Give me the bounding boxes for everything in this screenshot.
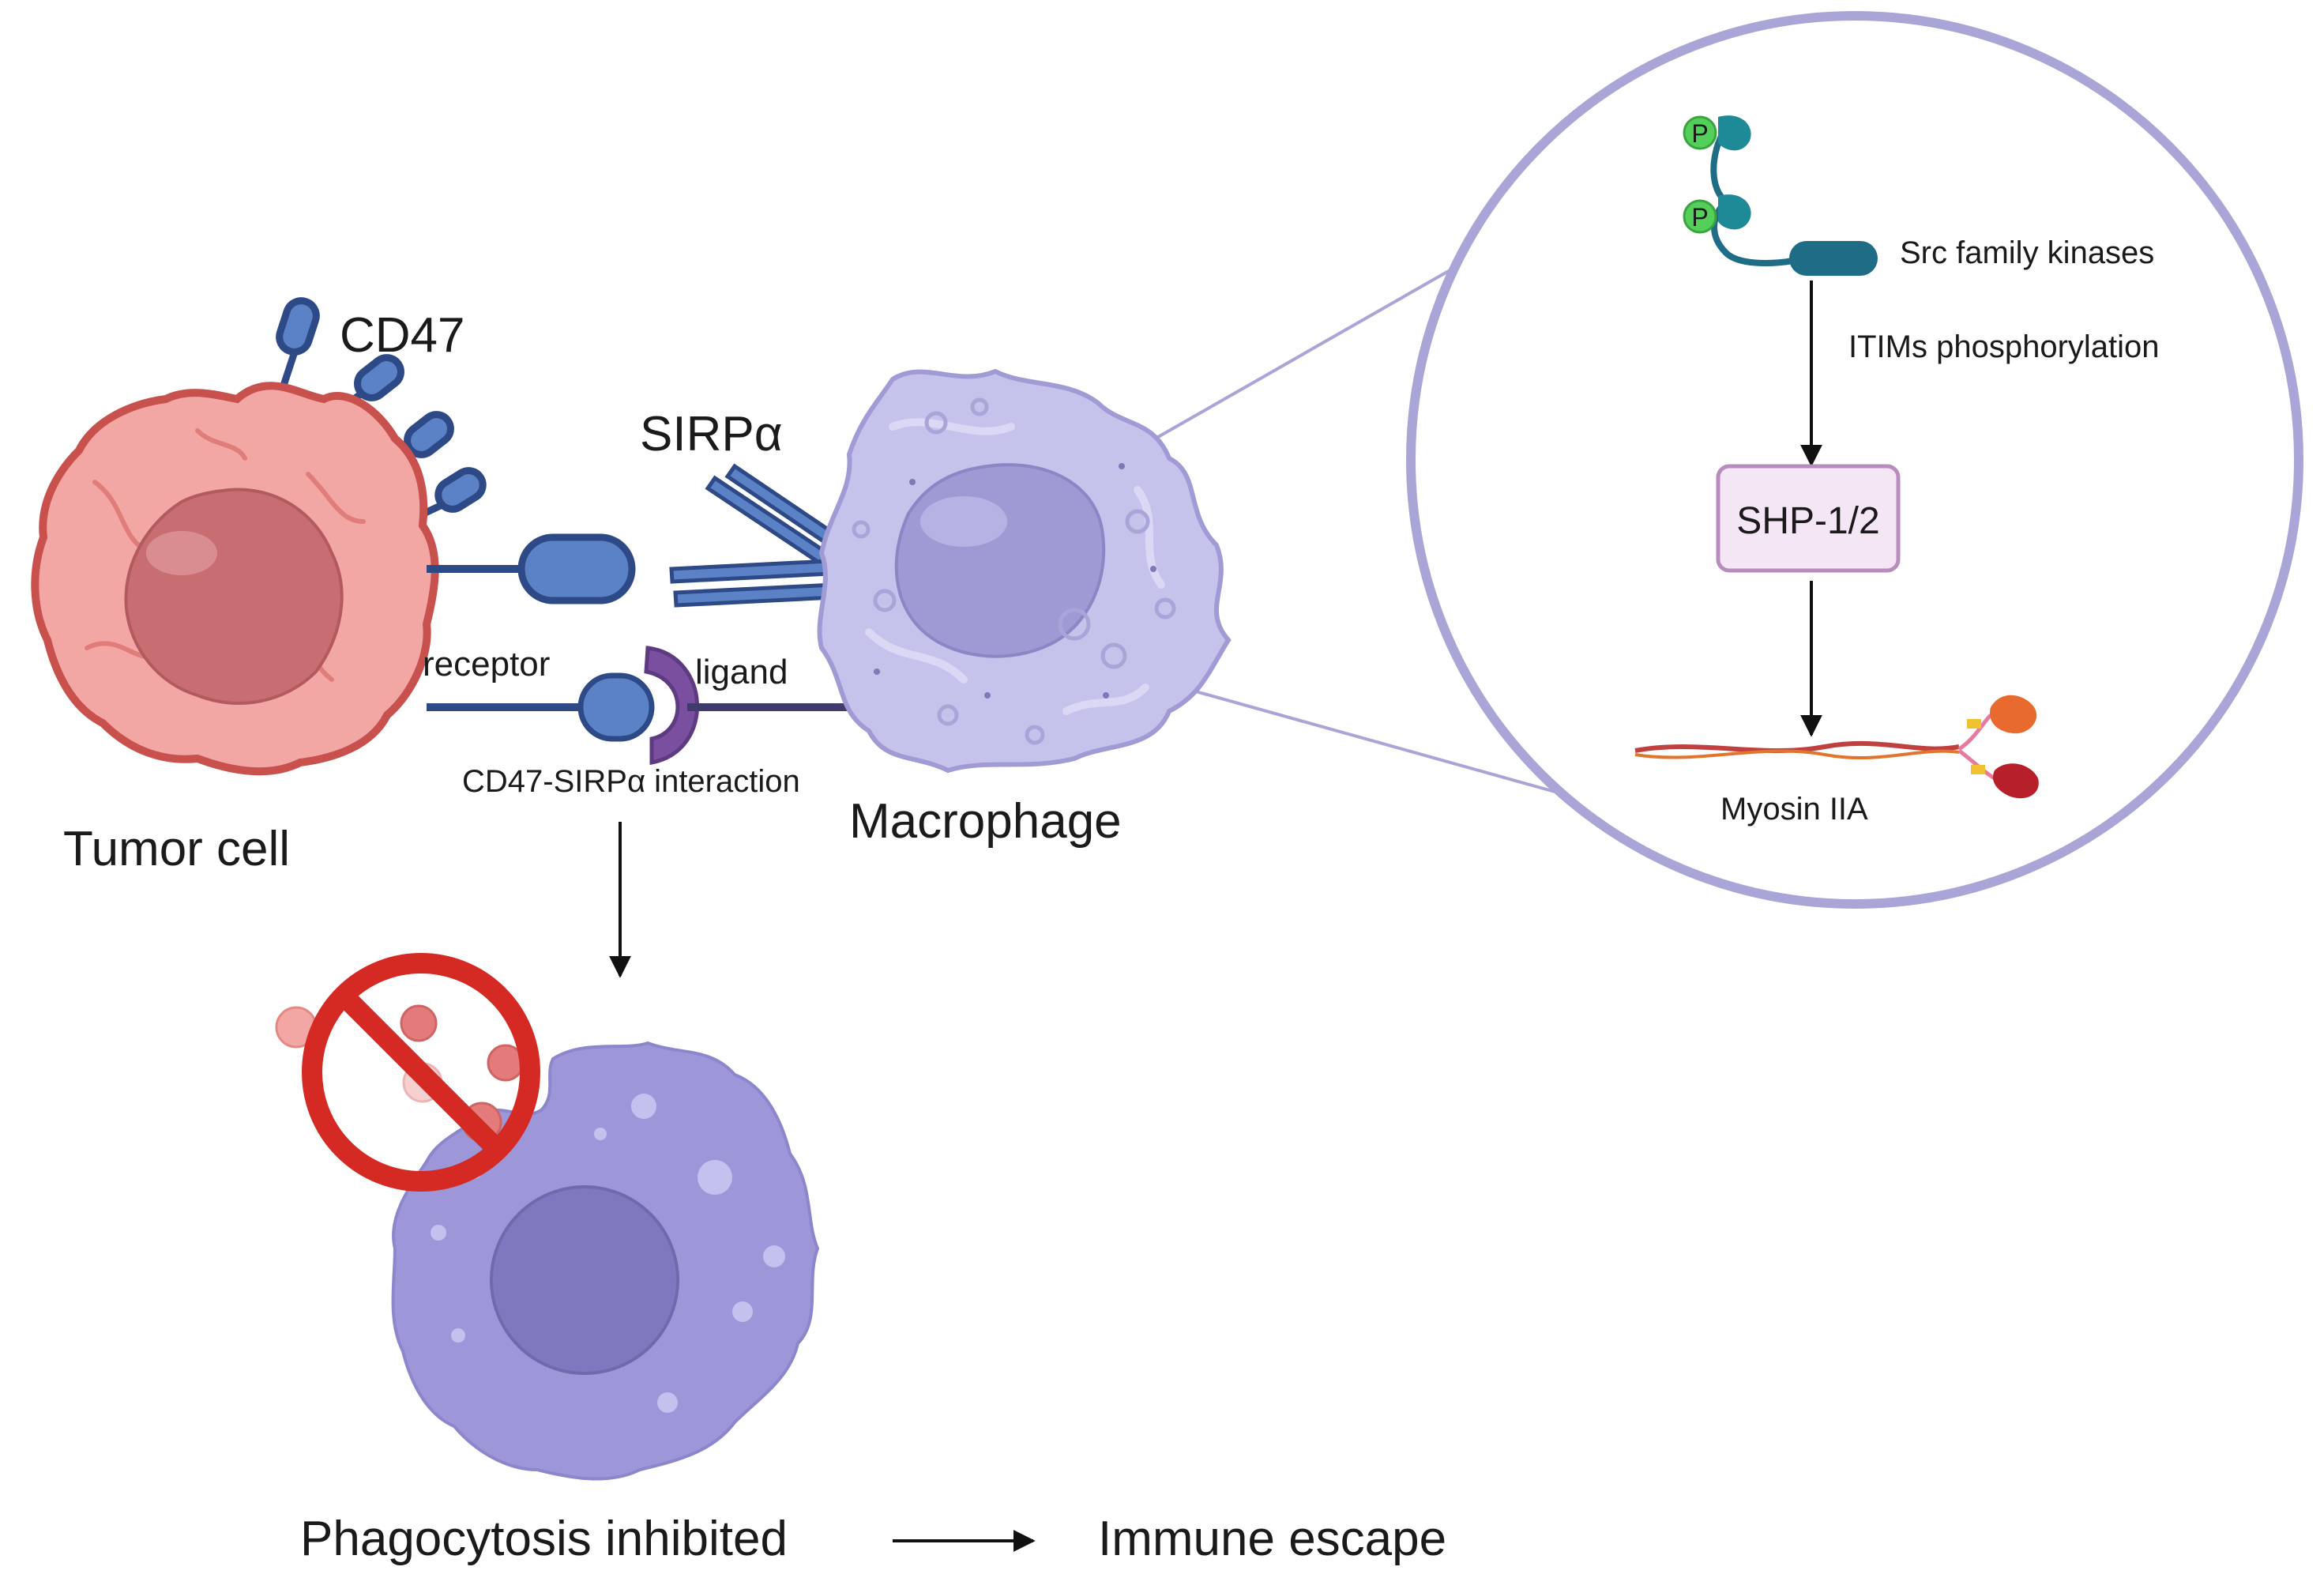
macrophage-label: Macrophage <box>849 794 1122 849</box>
macrophage-dots <box>874 463 1156 699</box>
src-kinase-complex <box>1710 115 1878 276</box>
phosphate-label: P <box>1691 203 1708 232</box>
tumor-nucleus-highlight <box>146 531 217 575</box>
receptor-label: receptor <box>423 645 550 684</box>
src-kinases-label: Src family kinases <box>1900 235 2154 270</box>
cd47-receptor-extended <box>427 533 636 604</box>
tumor-cell-nucleus <box>124 488 344 705</box>
immune-escape-label: Immune escape <box>1098 1512 1446 1566</box>
interaction-label: CD47-SIRPα interaction <box>462 764 800 799</box>
macrophage-vesicles <box>852 397 1176 745</box>
myosin-label: Myosin IIA <box>1720 792 1868 827</box>
sirpa-receptor <box>669 463 852 608</box>
zoom-line-bottom <box>1153 678 1573 798</box>
phosphate-icon: P <box>1683 115 1717 150</box>
macrophage-inner-texture <box>865 418 1165 715</box>
macrophage <box>817 368 1232 774</box>
shp-box <box>1716 464 1901 573</box>
sirpa-label: SIRPα <box>640 407 783 461</box>
tumor-cell-label: Tumor cell <box>63 822 290 876</box>
myosin-filament <box>1634 695 2039 799</box>
zoom-line-top <box>1113 258 1470 464</box>
shp-label: SHP-1/2 <box>1736 500 1879 542</box>
prohibited-icon <box>302 953 540 1192</box>
ligand-label: ligand <box>695 653 788 691</box>
phagocytosis-label: Phagocytosis inhibited <box>300 1512 788 1566</box>
cd47-label: CD47 <box>340 308 465 363</box>
macrophage-nucleus-highlight <box>920 496 1007 547</box>
tumor-cell <box>31 297 487 776</box>
phosphate-icon: P <box>1683 199 1717 234</box>
itims-label: ITIMs phosphorylation <box>1848 330 2160 364</box>
phosphate-label: P <box>1691 119 1708 148</box>
inhibited-macrophage-nucleus <box>490 1185 679 1375</box>
macrophage-nucleus <box>894 463 1106 658</box>
zoom-circle <box>1406 11 2303 909</box>
